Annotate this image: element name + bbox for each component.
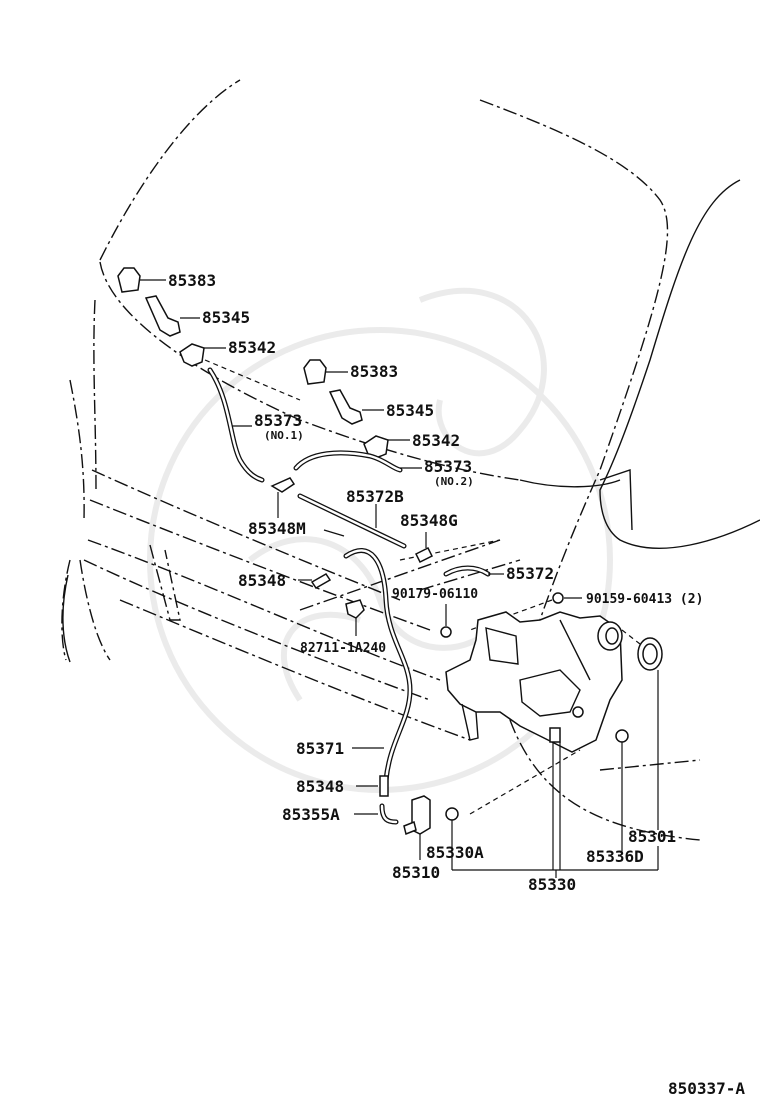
callout-brackets — [451, 670, 659, 878]
clip-82711 — [345, 599, 365, 636]
label-85355a: 85355A — [282, 805, 340, 824]
connector-85348g — [414, 532, 434, 564]
washer-tank — [445, 611, 623, 753]
label-85330: 85330 — [528, 875, 576, 894]
tank-cap — [637, 637, 663, 671]
cap-alignment-line — [621, 629, 641, 645]
label-85372b: 85372B — [346, 487, 404, 506]
tank-cap-neck — [597, 621, 623, 651]
label-85348m: 85348M — [248, 519, 306, 538]
joint-85348-lower — [356, 775, 389, 797]
vehicle-body-outline — [61, 79, 701, 841]
label-85373-no2-note: (NO.2) — [434, 475, 474, 488]
label-85310: 85310 — [392, 863, 440, 882]
label-90159: 90159-60413 (2) — [586, 592, 703, 607]
vehicle-fender — [62, 179, 760, 663]
pump-alignment-line — [469, 749, 581, 815]
nozzle-1 — [144, 295, 200, 337]
nozzle-bracket-1 — [179, 343, 226, 367]
label-85373-no1-note: (NO.1) — [264, 429, 304, 442]
label-90179: 90179-06110 — [392, 587, 478, 602]
label-85383-lower: 85383 — [350, 362, 398, 381]
label-85373-no1: 85373 — [254, 411, 302, 430]
nozzle-cap-2 — [303, 359, 348, 385]
label-85348-upper: 85348 — [238, 571, 286, 590]
label-85348g: 85348G — [400, 511, 458, 530]
label-82711: 82711-1A240 — [300, 641, 386, 656]
t-connector — [270, 477, 296, 518]
elbow-85355a — [354, 803, 399, 825]
label-85348-lower: 85348 — [296, 777, 344, 796]
label-85345-upper: 85345 — [202, 308, 250, 327]
label-85330a: 85330A — [426, 843, 484, 862]
label-85383-upper: 85383 — [168, 271, 216, 290]
label-85371: 85371 — [296, 739, 344, 758]
label-85372: 85372 — [506, 564, 554, 583]
label-85345-lower: 85345 — [386, 401, 434, 420]
joint-85348-upper — [298, 573, 332, 589]
grommet-85336d — [615, 729, 629, 852]
diagram-code: 850337-A — [668, 1079, 745, 1098]
label-85301: 85301 — [628, 827, 676, 846]
washer-pump — [403, 795, 431, 860]
label-85342-upper: 85342 — [228, 338, 276, 357]
nozzle-cap-1 — [117, 267, 166, 293]
label-85373-no2: 85373 — [424, 457, 472, 476]
nut-90179 — [440, 604, 452, 638]
grommet-85330a — [445, 807, 459, 846]
label-85336d: 85336D — [586, 847, 644, 866]
label-85342-lower: 85342 — [412, 431, 460, 450]
nozzle-2 — [328, 389, 384, 425]
